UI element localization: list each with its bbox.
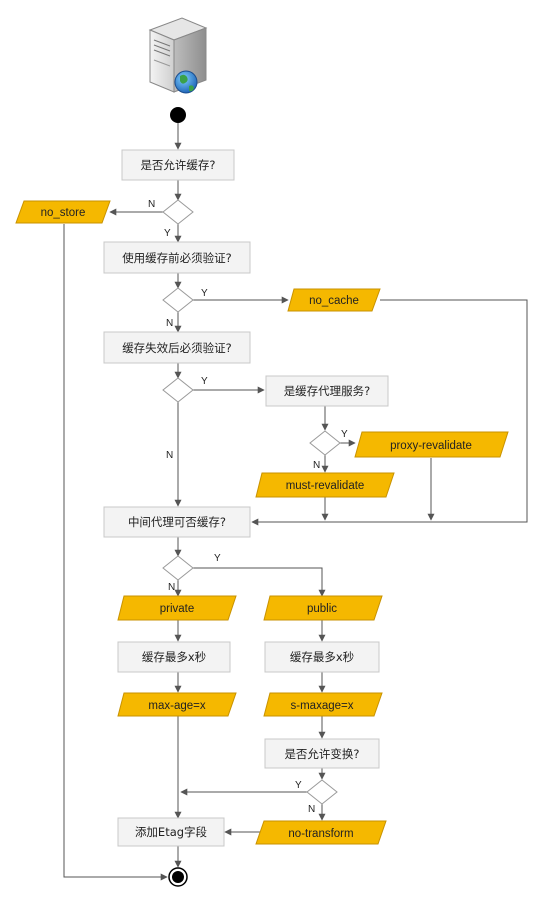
box-intermediate-proxy: 中间代理可否缓存? <box>103 506 251 538</box>
directive-must-revalidate: must-revalidate <box>255 472 395 498</box>
directive-proxy-revalidate-label: proxy-revalidate <box>390 440 472 452</box>
box-cache-max-right: 缓存最多x秒 <box>264 641 380 673</box>
label-n-validate-after-expire: N <box>166 450 173 461</box>
box-add-etag: 添加Etag字段 <box>117 817 225 847</box>
box-validate-after-expire: 缓存失效后必须验证? <box>103 331 251 364</box>
box-allow-transform: 是否允许变换? <box>264 738 380 769</box>
label-n-allow-cache: N <box>148 199 155 210</box>
decision-diamond-validate-before-use <box>162 287 194 313</box>
label-y-allow-cache: Y <box>164 228 171 239</box>
box-proxy-service: 是缓存代理服务? <box>265 375 389 407</box>
label-n-allow-transform: N <box>308 804 315 815</box>
box-allow-transform-label: 是否允许变换? <box>284 747 359 761</box>
box-add-etag-label: 添加Etag字段 <box>135 825 208 839</box>
box-allow-cache-label: 是否允许缓存? <box>140 158 215 172</box>
box-intermediate-proxy-label: 中间代理可否缓存? <box>128 515 226 529</box>
label-y-validate-before-use: Y <box>201 288 208 299</box>
label-y-proxy-service: Y <box>341 429 348 440</box>
directive-no-cache-label: no_cache <box>309 295 359 307</box>
branch-labels: N Y Y N Y N Y N Y N Y N <box>148 199 348 815</box>
directive-private: private <box>117 595 237 621</box>
label-y-intermediate-proxy: Y <box>214 553 221 564</box>
end-node <box>168 867 188 887</box>
box-validate-after-expire-label: 缓存失效后必须验证? <box>122 341 232 355</box>
directive-public-label: public <box>307 603 337 615</box>
box-proxy-service-label: 是缓存代理服务? <box>284 384 371 398</box>
start-node <box>170 107 186 123</box>
directive-max-age-label: max-age=x <box>148 700 205 712</box>
directive-public: public <box>263 595 383 621</box>
label-y-validate-after-expire: Y <box>201 376 208 387</box>
box-validate-before-use: 使用缓存前必须验证? <box>103 241 251 274</box>
directive-must-revalidate-label: must-revalidate <box>286 480 365 492</box>
directive-no-transform-label: no-transform <box>288 828 353 840</box>
directive-no-store-label: no_store <box>41 207 86 219</box>
directive-max-age: max-age=x <box>117 692 237 717</box>
decision-diamond-allow-cache <box>162 199 194 225</box>
directive-s-maxage-label: s-maxage=x <box>291 700 354 712</box>
label-y-allow-transform: Y <box>295 780 302 791</box>
box-cache-max-right-label: 缓存最多x秒 <box>290 650 354 664</box>
decision-diamond-proxy-service <box>309 430 341 456</box>
connectors <box>63 123 528 881</box>
box-cache-max-left: 缓存最多x秒 <box>117 641 231 673</box>
decision-diamond-allow-transform <box>306 779 338 805</box>
decision-diamond-intermediate-proxy <box>162 555 194 581</box>
decision-diamond-validate-after-expire <box>162 377 194 403</box>
box-cache-max-left-label: 缓存最多x秒 <box>142 650 206 664</box>
directive-proxy-revalidate: proxy-revalidate <box>354 431 509 458</box>
box-validate-before-use-label: 使用缓存前必须验证? <box>122 251 232 265</box>
directive-no-transform: no-transform <box>255 820 387 845</box>
label-n-proxy-service: N <box>313 460 320 471</box>
server-globe-icon <box>148 17 208 94</box>
directive-private-label: private <box>160 603 195 615</box>
directive-no-store: no_store <box>15 200 111 224</box>
box-allow-cache: 是否允许缓存? <box>121 149 235 181</box>
directive-s-maxage: s-maxage=x <box>263 692 383 717</box>
directive-no-cache: no_cache <box>287 288 381 312</box>
label-n-validate-before-use: N <box>166 318 173 329</box>
label-n-intermediate-proxy: N <box>168 582 175 593</box>
